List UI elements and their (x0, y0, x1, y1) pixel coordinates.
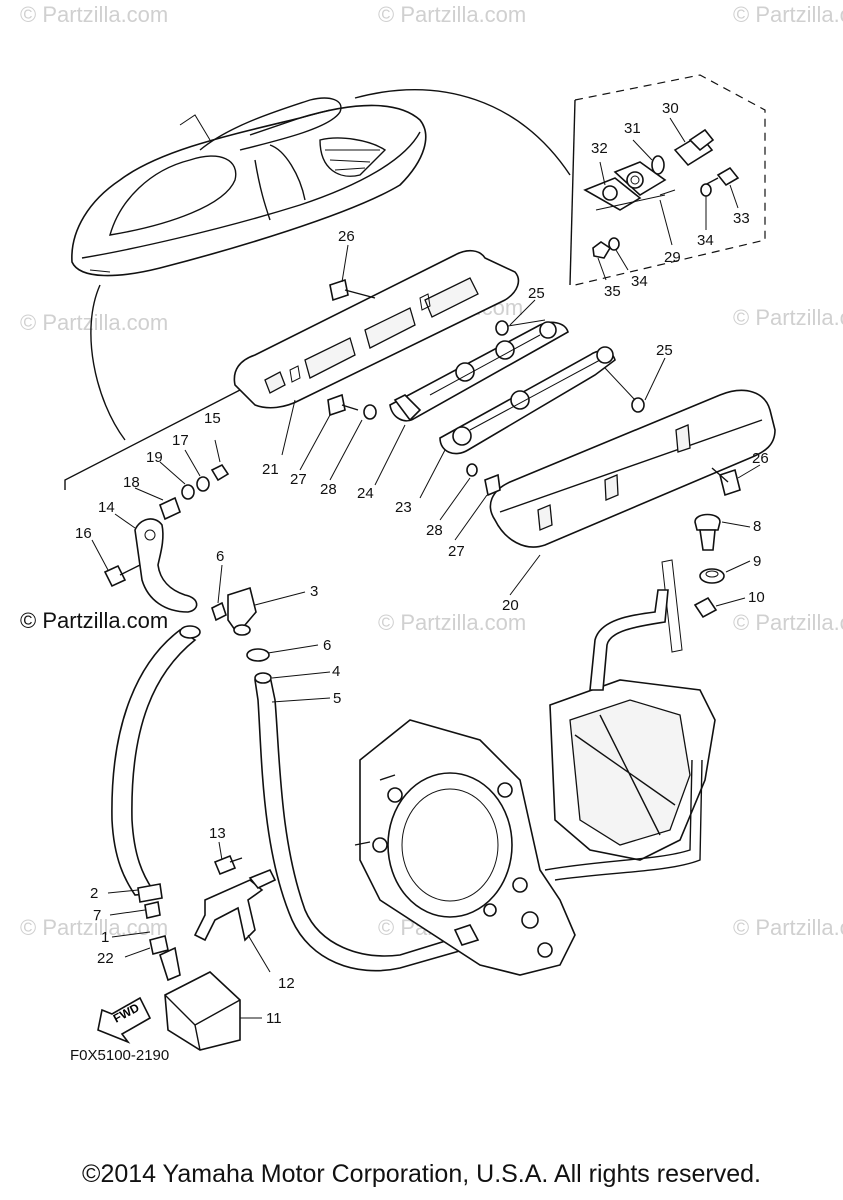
callout-35: 35 (604, 283, 621, 300)
watermark: © Partzilla.com (20, 915, 168, 940)
callout-4: 4 (332, 663, 340, 680)
watermark: © Partzilla.com (733, 610, 843, 635)
callout-26: 26 (752, 450, 769, 467)
callout-28: 28 (320, 481, 337, 498)
bracket-assembly-left (103, 463, 230, 613)
callout-17: 16 (75, 525, 92, 542)
watermark: © Partzilla.com (733, 915, 843, 940)
callout-labels: 26 25 25 26 21 27 28 24 23 28 27 20 15 1… (70, 100, 769, 1064)
callout-8: 8 (753, 518, 761, 535)
callout-15: 14 (98, 499, 115, 516)
callout-19: 18 (123, 474, 140, 491)
callout-11: 11 (266, 1010, 282, 1027)
diagram-code: F0X5100-2190 (70, 1047, 169, 1064)
callout-28: 28 (426, 522, 443, 539)
callout-32: 32 (591, 140, 608, 157)
leader-overview-to-bracket (90, 284, 126, 441)
callout-18: 17 (172, 432, 189, 449)
callout-25: 25 (656, 342, 673, 359)
callout-7: 7 (93, 907, 101, 924)
callout-33: 33 (733, 210, 750, 227)
callout-24: 24 (357, 485, 374, 502)
watermark: © Partzilla.com (378, 610, 526, 635)
watermark: © Partzilla.com (733, 305, 843, 330)
callout-21: 20 (502, 597, 519, 614)
callout-23: 23 (395, 499, 412, 516)
watermark: © Partzilla.com (20, 310, 168, 335)
callout-2: 2 (90, 885, 98, 902)
callout-6: 6 (323, 637, 331, 654)
callout-34: 34 (697, 232, 714, 249)
part-21-grille (489, 389, 776, 548)
callout-12: 12 (278, 975, 295, 992)
callout-25: 25 (528, 285, 545, 302)
part-24-bracket (389, 321, 569, 422)
outlet-detail-box (569, 74, 766, 286)
callout-27: 27 (290, 471, 307, 488)
callout-22: 21 (262, 461, 279, 478)
fwd-arrow-icon: FWD (97, 996, 152, 1044)
callout-26: 26 (338, 228, 355, 245)
callout-16: 15 (204, 410, 221, 427)
callout-9: 9 (753, 553, 761, 570)
watermark: © Partzilla.com (378, 2, 526, 27)
partzilla-watermark-text: © Partzilla.com (20, 608, 169, 633)
watermark: © Partzilla.com (733, 2, 843, 27)
callout-34: 34 (631, 273, 648, 290)
callout-13: 13 (209, 825, 226, 842)
callout-29: 29 (664, 249, 681, 266)
bracket-group-line (64, 389, 241, 490)
leader-overview-to-outlet (354, 89, 571, 176)
copyright-text: ©2014 Yamaha Motor Corporation, U.S.A. A… (82, 1160, 761, 1188)
callout-27: 27 (448, 543, 465, 560)
watermark: © Partzilla.com (20, 2, 168, 27)
callout-3: 3 (310, 583, 318, 600)
callout-10: 10 (748, 589, 765, 606)
callout-20: 19 (146, 449, 163, 466)
callout-5: 5 (333, 690, 341, 707)
part-22-grille (233, 249, 520, 409)
callout-14: 22 (97, 950, 114, 967)
part-23-bracket (439, 346, 616, 455)
fasteners (327, 278, 741, 497)
callout-6: 6 (216, 548, 224, 565)
part-12-clamp (193, 854, 277, 942)
drain-plug-parts (661, 513, 725, 653)
callout-30: 30 (662, 100, 679, 117)
part-11-box (159, 946, 241, 1051)
leader-lines (91, 117, 761, 1019)
callout-31: 31 (624, 120, 641, 137)
jet-pump-housing (354, 589, 716, 976)
watercraft-overview (71, 97, 427, 277)
callout-1: 1 (101, 929, 109, 946)
